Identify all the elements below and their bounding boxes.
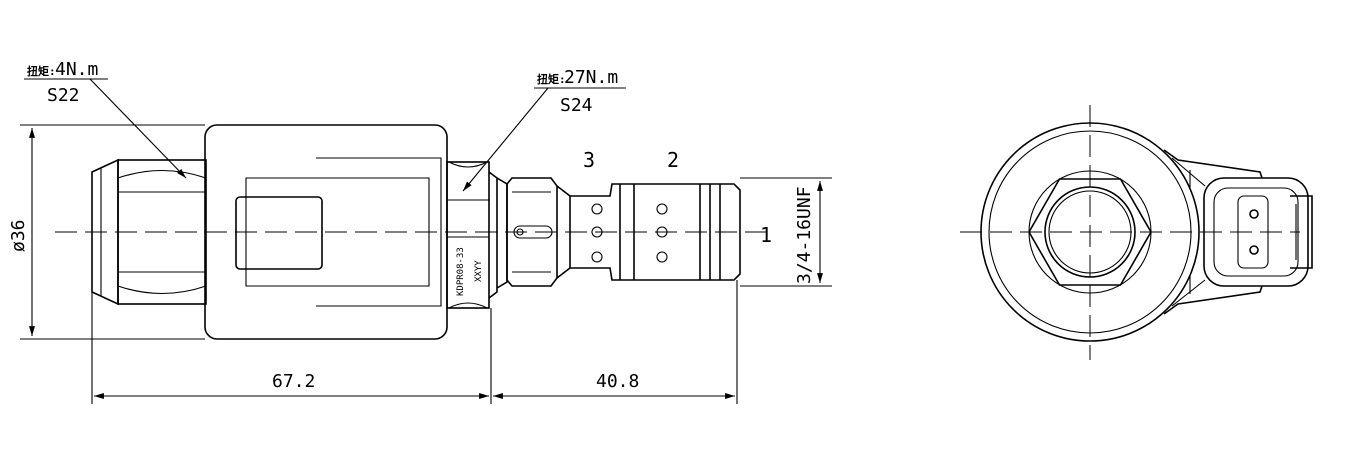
bore-inner	[1048, 190, 1132, 274]
pin-2	[1249, 245, 1259, 255]
coil-inner-circle	[988, 130, 1192, 334]
callout-left-torque: 4N.m	[55, 59, 98, 80]
pin-1	[1249, 209, 1259, 219]
callout-left-size: S22	[47, 85, 80, 106]
thread-label: 3/4-16UNF	[794, 186, 815, 284]
tube-outline	[316, 157, 442, 307]
length-cartridge-label: 40.8	[596, 371, 639, 392]
model-marking: KDPR08-33	[456, 247, 466, 296]
coil-outer-circle	[980, 122, 1200, 342]
callout-left-prefix: 扭矩:	[27, 64, 56, 78]
end-view	[960, 105, 1313, 360]
callout-right-size: S24	[560, 95, 593, 116]
tube-inner	[245, 177, 430, 287]
connector	[1163, 149, 1313, 315]
callout-right-torque: 27N.m	[564, 67, 618, 88]
callout-left: 扭矩: 4N.m S22	[24, 59, 187, 179]
code-marking: XXYY	[474, 260, 484, 282]
callout-right-prefix: 扭矩:	[537, 72, 566, 86]
hex-chamfer-circle	[1028, 170, 1152, 294]
port-1-label: 1	[760, 223, 772, 247]
port-2-label: 2	[667, 148, 679, 172]
connector-block	[235, 196, 323, 270]
bore-outer	[1044, 186, 1136, 278]
port-3-label: 3	[583, 148, 595, 172]
length-body-label: 67.2	[272, 371, 315, 392]
nut-s22	[91, 158, 207, 306]
cartridge	[506, 177, 741, 287]
side-view: KDPR08-33 XXYY 3 2 1	[8, 59, 832, 404]
callout-right: 扭矩: 27N.m S24	[462, 67, 626, 192]
diameter-label: ø36	[8, 219, 29, 252]
